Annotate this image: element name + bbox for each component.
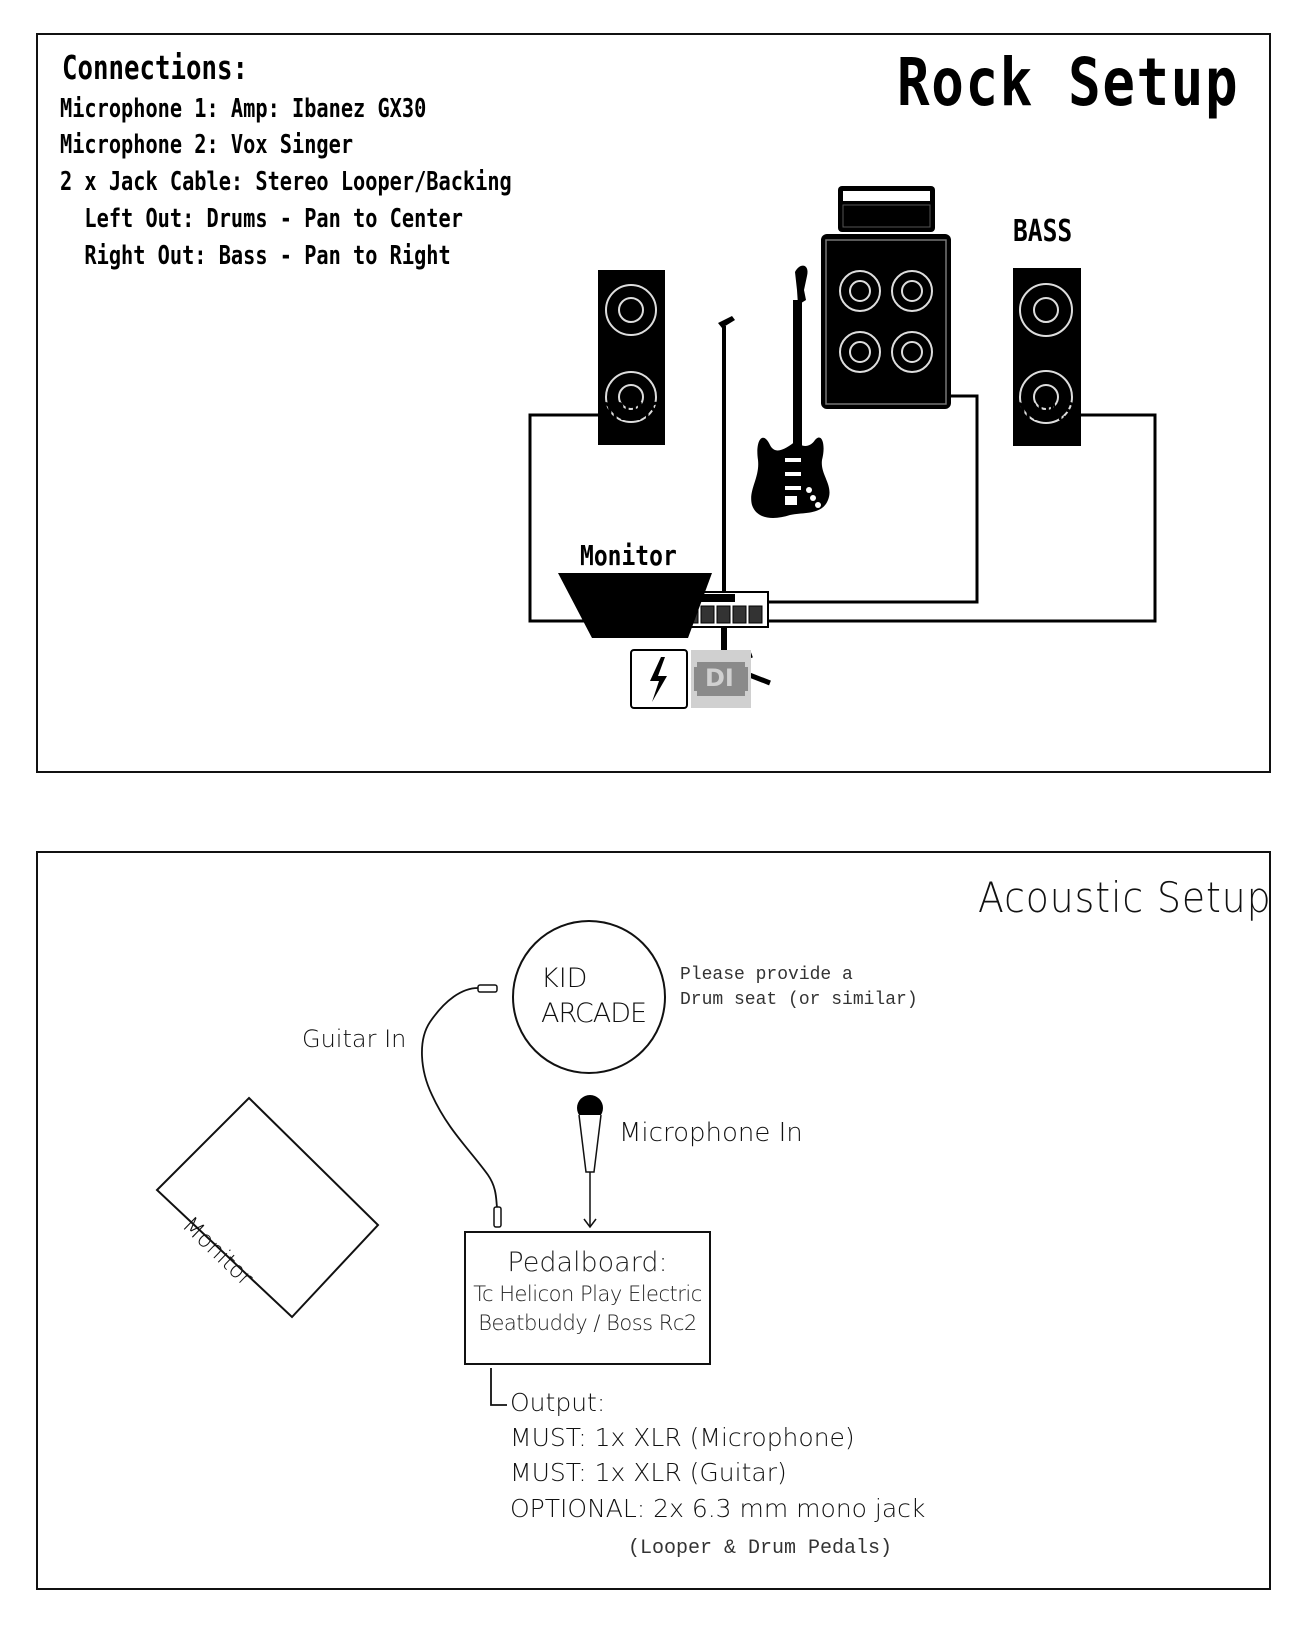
guitar-icon [751,265,830,518]
acoustic-setup-panel [36,851,1271,1590]
drums-bass-cable [528,413,1157,623]
connection-line: Right Out: Bass - Pan to Right [60,241,451,271]
connection-line: Microphone 1: Amp: Ibanez GX30 [60,94,427,124]
guitar-amp-label: Guitar [834,367,932,406]
pedalboard-box [464,1231,711,1365]
pedalboard-line2: Beatbuddy / Boss Rc2 [478,1311,697,1335]
amp-cable [768,394,979,604]
performer-name-line2: ARCADE [541,998,647,1029]
monitor-wedge-icon [558,573,712,638]
left-speaker-label: DRUMS [600,397,662,426]
pedalboard-line1: Tc Helicon Play Electric [473,1282,702,1306]
amp-icon [821,186,951,409]
performer-circle [512,920,666,1074]
speaker-icon [598,270,665,445]
right-speaker-label: DRUMS [1013,397,1075,426]
microphone-icon [577,1095,603,1229]
connection-line: 2 x Jack Cable: Stereo Looper/Backing [60,167,512,197]
seat-note-line2: Drum seat (or similar) [680,990,918,1010]
monitor-label: Monitor [580,539,677,572]
microphone-in-label: Microphone In [619,1118,803,1148]
speaker-icon [1013,268,1081,446]
output-line: MUST: 1x XLR (Microphone) [510,1423,855,1452]
acoustic-setup-title: Acoustic Setup [978,873,1272,922]
pedalboard-heading: Pedalboard: [507,1247,668,1278]
connection-line: Microphone 2: Vox Singer [60,130,354,160]
monitor-outline [155,1096,380,1319]
guitar-in-label: Guitar In [302,1025,407,1053]
performer-name-line1: KID [541,963,588,994]
di-box-icon [691,650,751,708]
di-label: DI [705,664,734,692]
output-bracket [490,1368,507,1406]
connections-heading: Connections: [62,48,248,87]
connection-line: Left Out: Drums - Pan to Center [60,204,463,234]
rock-setup-title: Rock Setup [897,44,1240,121]
output-heading: Output: [510,1388,606,1417]
guitar-cable-icon [421,984,502,1228]
seat-note-line1: Please provide a [680,965,853,985]
bass-label: BASS [1013,214,1073,249]
output-line: OPTIONAL: 2x 6.3 mm mono jack [510,1494,926,1523]
output-line: MUST: 1x XLR (Guitar) [510,1458,787,1487]
power-icon [630,649,688,709]
output-note: (Looper & Drum Pedals) [628,1537,893,1560]
